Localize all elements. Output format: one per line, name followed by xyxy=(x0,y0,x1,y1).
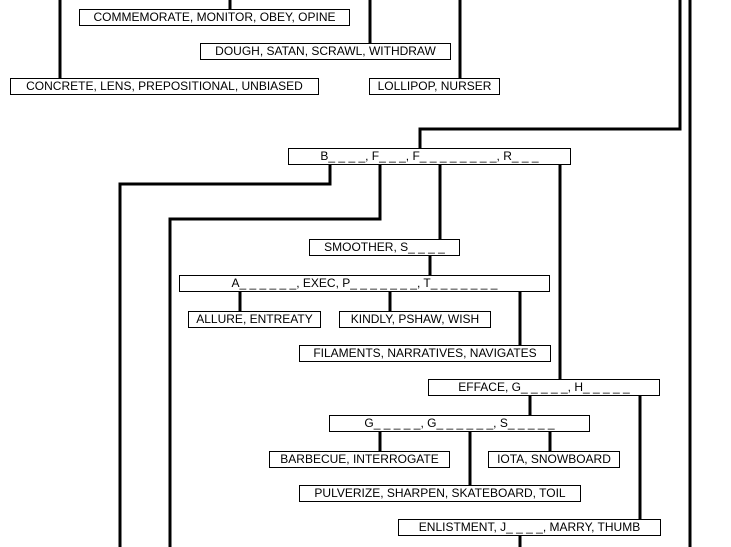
connector-line xyxy=(418,0,682,149)
node-efface: EFFACE, G_ _ _ _ _, H_ _ _ _ _ xyxy=(428,379,660,396)
node-iota: IOTA, SNOWBOARD xyxy=(488,451,620,468)
node-dough: DOUGH, SATAN, SCRAWL, WITHDRAW xyxy=(200,43,451,60)
node-commemorate: COMMEMORATE, MONITOR, OBEY, OPINE xyxy=(79,9,350,26)
node-kindly: KINDLY, PSHAW, WISH xyxy=(339,311,491,328)
node-b-f-f-r: B_ _ _ _, F_ _ _, F_ _ _ _ _ _ _ _, R_ _… xyxy=(288,148,571,165)
node-smoother: SMOOTHER, S_ _ _ _ xyxy=(309,239,460,256)
node-pulverize: PULVERIZE, SHARPEN, SKATEBOARD, TOIL xyxy=(299,485,581,502)
connector-line xyxy=(118,163,332,547)
node-allure: ALLURE, ENTREATY xyxy=(188,311,321,328)
node-concrete: CONCRETE, LENS, PREPOSITIONAL, UNBIASED xyxy=(10,78,319,95)
node-filaments: FILAMENTS, NARRATIVES, NAVIGATES xyxy=(299,345,551,362)
node-a-exec-p-t: A_ _ _ _ _ _, EXEC, P_ _ _ _ _ _ _, T_ _… xyxy=(179,275,550,292)
node-g-g-s: G_ _ _ _ _, G_ _ _ _ _ _, S_ _ _ _ _ xyxy=(329,415,590,432)
node-lollipop: LOLLIPOP, NURSER xyxy=(369,78,500,95)
connector-line xyxy=(168,163,382,547)
node-barbecue: BARBECUE, INTERROGATE xyxy=(269,451,450,468)
node-enlistment: ENLISTMENT, J_ _ _ _, MARRY, THUMB xyxy=(398,519,661,536)
